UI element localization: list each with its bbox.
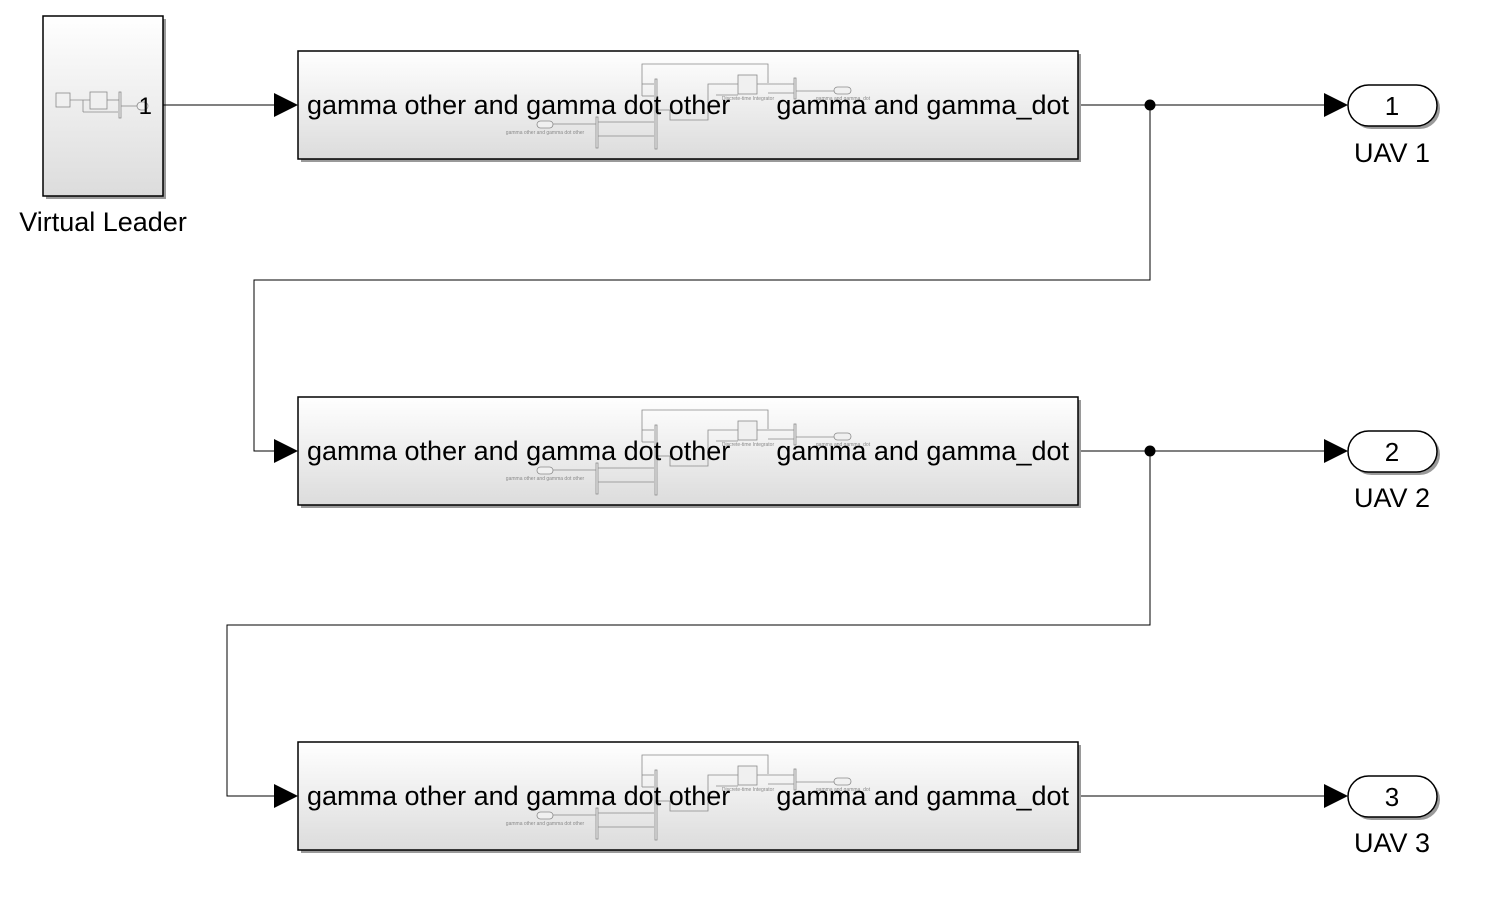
arrow-into-block3 (274, 784, 298, 808)
outport-uav1-number: 1 (1385, 91, 1399, 121)
virtual-leader-label: Virtual Leader (19, 207, 187, 237)
outport-uav3-number: 3 (1385, 782, 1399, 812)
svg-text:gamma and gamma_dot: gamma and gamma_dot (816, 96, 871, 102)
subsystem-3-thumbnail: gamma other and gamma dot other Discrete… (506, 754, 871, 841)
virtual-leader-port-1: 1 (139, 93, 152, 120)
outport-uav1-label: UAV 1 (1354, 138, 1430, 168)
wire-block1-to-block2[interactable] (253, 105, 1151, 452)
branch-point-1 (1144, 99, 1156, 111)
subsystem-block-2[interactable]: gamma other and gamma dot other Discrete… (297, 396, 1081, 508)
svg-text:Discrete-time Integrator: Discrete-time Integrator (722, 96, 775, 102)
subsystem-3-body[interactable] (297, 741, 1079, 851)
svg-text:gamma other and gamma dot othe: gamma other and gamma dot other (506, 821, 585, 827)
arrow-into-uav2 (1324, 439, 1348, 463)
subsystem-3-output-port: gamma and gamma_dot (776, 781, 1069, 811)
virtual-leader-block[interactable]: 1 (42, 15, 166, 199)
subsystem-3-input-port: gamma other and gamma dot other (307, 781, 730, 811)
outport-uav2-number: 2 (1385, 437, 1399, 467)
arrow-into-block2 (274, 439, 298, 463)
branch-point-2 (1144, 445, 1156, 457)
subsystem-block-3[interactable]: gamma other and gamma dot other Discrete… (297, 741, 1081, 853)
svg-text:gamma other and gamma dot othe: gamma other and gamma dot other (506, 130, 585, 136)
virtual-leader-thumbnail (55, 91, 149, 119)
wire-block2-to-block3[interactable] (226, 451, 1151, 797)
svg-text:gamma other and gamma dot othe: gamma other and gamma dot other (506, 476, 585, 482)
svg-text:Discrete-time Integrator: Discrete-time Integrator (722, 787, 775, 793)
svg-text:gamma and gamma_dot: gamma and gamma_dot (816, 787, 871, 793)
subsystem-2-body[interactable] (297, 396, 1079, 506)
outport-uav3-label: UAV 3 (1354, 828, 1430, 858)
signal-lines[interactable] (163, 99, 1326, 797)
outport-uav3[interactable]: 3 (1347, 775, 1440, 820)
subsystem-block-1[interactable]: gamma other and gamma dot other Discrete… (297, 50, 1081, 162)
outport-uav1[interactable]: 1 (1347, 84, 1440, 129)
arrow-into-block1 (274, 93, 298, 117)
svg-text:gamma and gamma_dot: gamma and gamma_dot (816, 442, 871, 448)
arrowheads (274, 93, 1348, 808)
subsystem-1-thumbnail: gamma other and gamma dot other Discrete… (506, 63, 871, 150)
subsystem-2-output-port: gamma and gamma_dot (776, 436, 1069, 466)
arrow-into-uav1 (1324, 93, 1348, 117)
arrow-into-uav3 (1324, 784, 1348, 808)
subsystem-2-input-port: gamma other and gamma dot other (307, 436, 730, 466)
subsystem-1-output-port: gamma and gamma_dot (776, 90, 1069, 120)
outport-uav2[interactable]: 2 (1347, 430, 1440, 475)
subsystem-2-thumbnail: gamma other and gamma dot other Discrete… (506, 409, 871, 496)
outport-uav2-label: UAV 2 (1354, 483, 1430, 513)
subsystem-1-body[interactable] (297, 50, 1079, 160)
subsystem-1-input-port: gamma other and gamma dot other (307, 90, 730, 120)
svg-text:Discrete-time Integrator: Discrete-time Integrator (722, 442, 775, 448)
